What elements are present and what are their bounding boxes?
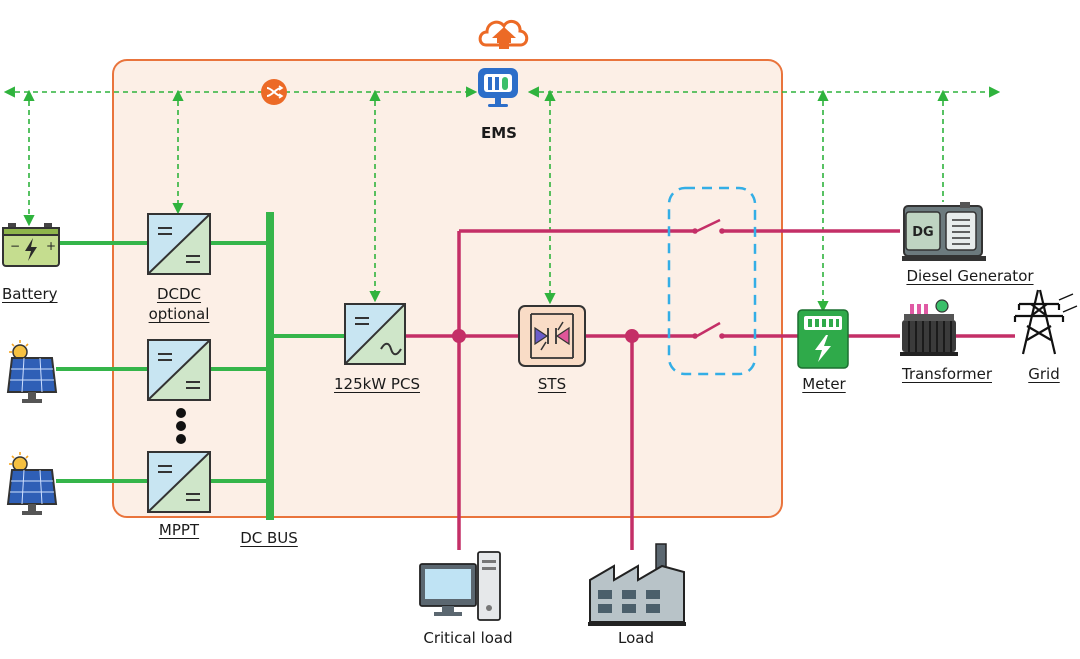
converter-icon[interactable] xyxy=(147,339,211,401)
ems-label: EMS xyxy=(481,124,517,142)
dcdc-label-line2: optional xyxy=(148,305,210,323)
grid-label: Grid xyxy=(1028,365,1060,383)
cloud-upload-icon xyxy=(478,19,529,49)
svg-text:+: + xyxy=(46,239,56,253)
mppt-label: MPPT xyxy=(158,521,200,539)
communication-bus xyxy=(3,86,1001,313)
battery-icon: − + xyxy=(2,223,60,267)
converter-icon[interactable] xyxy=(147,451,211,513)
load-label: Load xyxy=(618,629,654,647)
ellipsis-dots xyxy=(176,408,186,444)
computer-icon xyxy=(419,551,501,621)
factory-icon xyxy=(588,543,686,626)
dg-badge: DG xyxy=(912,225,933,240)
breaker-icon[interactable] xyxy=(692,218,725,234)
meter-icon[interactable] xyxy=(797,309,849,369)
cabinet-enclosure xyxy=(112,59,783,518)
dc-wiring xyxy=(56,241,345,483)
monitor-icon xyxy=(478,68,518,107)
ac-junction-pcs xyxy=(452,329,466,343)
thyristor-switch-icon[interactable] xyxy=(518,305,586,367)
generator-icon[interactable]: DG xyxy=(902,202,986,261)
ac-junction-load xyxy=(625,329,639,343)
diesel-generator-label: Diesel Generator xyxy=(906,267,1034,285)
transmission-tower-icon[interactable] xyxy=(1013,289,1078,355)
hub-icon xyxy=(261,79,287,105)
solar-panel-icon xyxy=(6,340,58,403)
battery-label: Battery xyxy=(2,285,58,303)
sts-label: STS xyxy=(537,375,567,393)
converter-icon[interactable] xyxy=(344,303,406,365)
dc-bus-bar xyxy=(266,212,274,520)
meter-label: Meter xyxy=(802,375,846,393)
converter-icon[interactable] xyxy=(147,213,211,275)
pcs-label: 125kW PCS xyxy=(334,375,420,393)
dc-bus-label: DC BUS xyxy=(240,529,298,547)
solar-panel-icon xyxy=(6,452,58,515)
switch-group-outline xyxy=(667,186,757,376)
transformer-label: Transformer xyxy=(901,365,992,383)
transformer-icon[interactable] xyxy=(900,299,958,356)
dcdc-label-line1: DCDC xyxy=(156,285,202,303)
breaker-icon[interactable] xyxy=(692,321,725,339)
svg-text:−: − xyxy=(10,239,20,253)
critical-load-label: Critical load xyxy=(423,629,513,647)
